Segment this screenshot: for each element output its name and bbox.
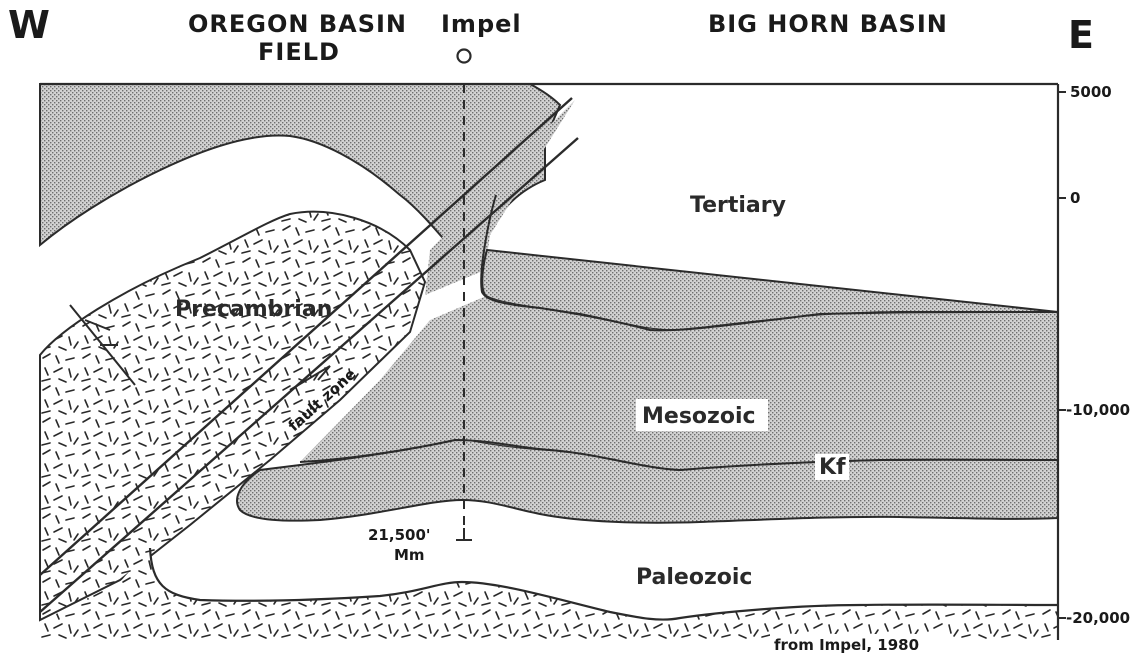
depth-axis-ticks bbox=[1058, 92, 1066, 618]
precambrian-basement-bottom bbox=[40, 548, 1058, 640]
paleozoic-label: Paleozoic bbox=[636, 565, 752, 590]
kf-label: Kf bbox=[819, 455, 846, 480]
well-name-label: Impel bbox=[441, 10, 522, 38]
oregon-basin-label: OREGON BASIN bbox=[188, 10, 407, 38]
west-label: W bbox=[8, 3, 50, 47]
impel-well-symbol bbox=[458, 50, 471, 63]
depth-tick-minus-10000: -10,000 bbox=[1066, 401, 1130, 419]
source-credit: from Impel, 1980 bbox=[774, 636, 919, 654]
tertiary-label: Tertiary bbox=[690, 193, 786, 218]
east-label: E bbox=[1068, 13, 1094, 57]
field-label: FIELD bbox=[258, 38, 340, 66]
well-td-depth: 21,500' bbox=[368, 526, 430, 544]
depth-tick-5000: 5000 bbox=[1070, 83, 1112, 101]
big-horn-basin-label: BIG HORN BASIN bbox=[708, 10, 948, 38]
depth-tick-minus-20000: -20,000 bbox=[1066, 609, 1130, 627]
depth-tick-0: 0 bbox=[1070, 189, 1080, 207]
precambrian-label: Precambrian bbox=[175, 297, 332, 322]
mesozoic-label: Mesozoic bbox=[642, 404, 756, 429]
well-td-formation: Mm bbox=[394, 546, 425, 564]
